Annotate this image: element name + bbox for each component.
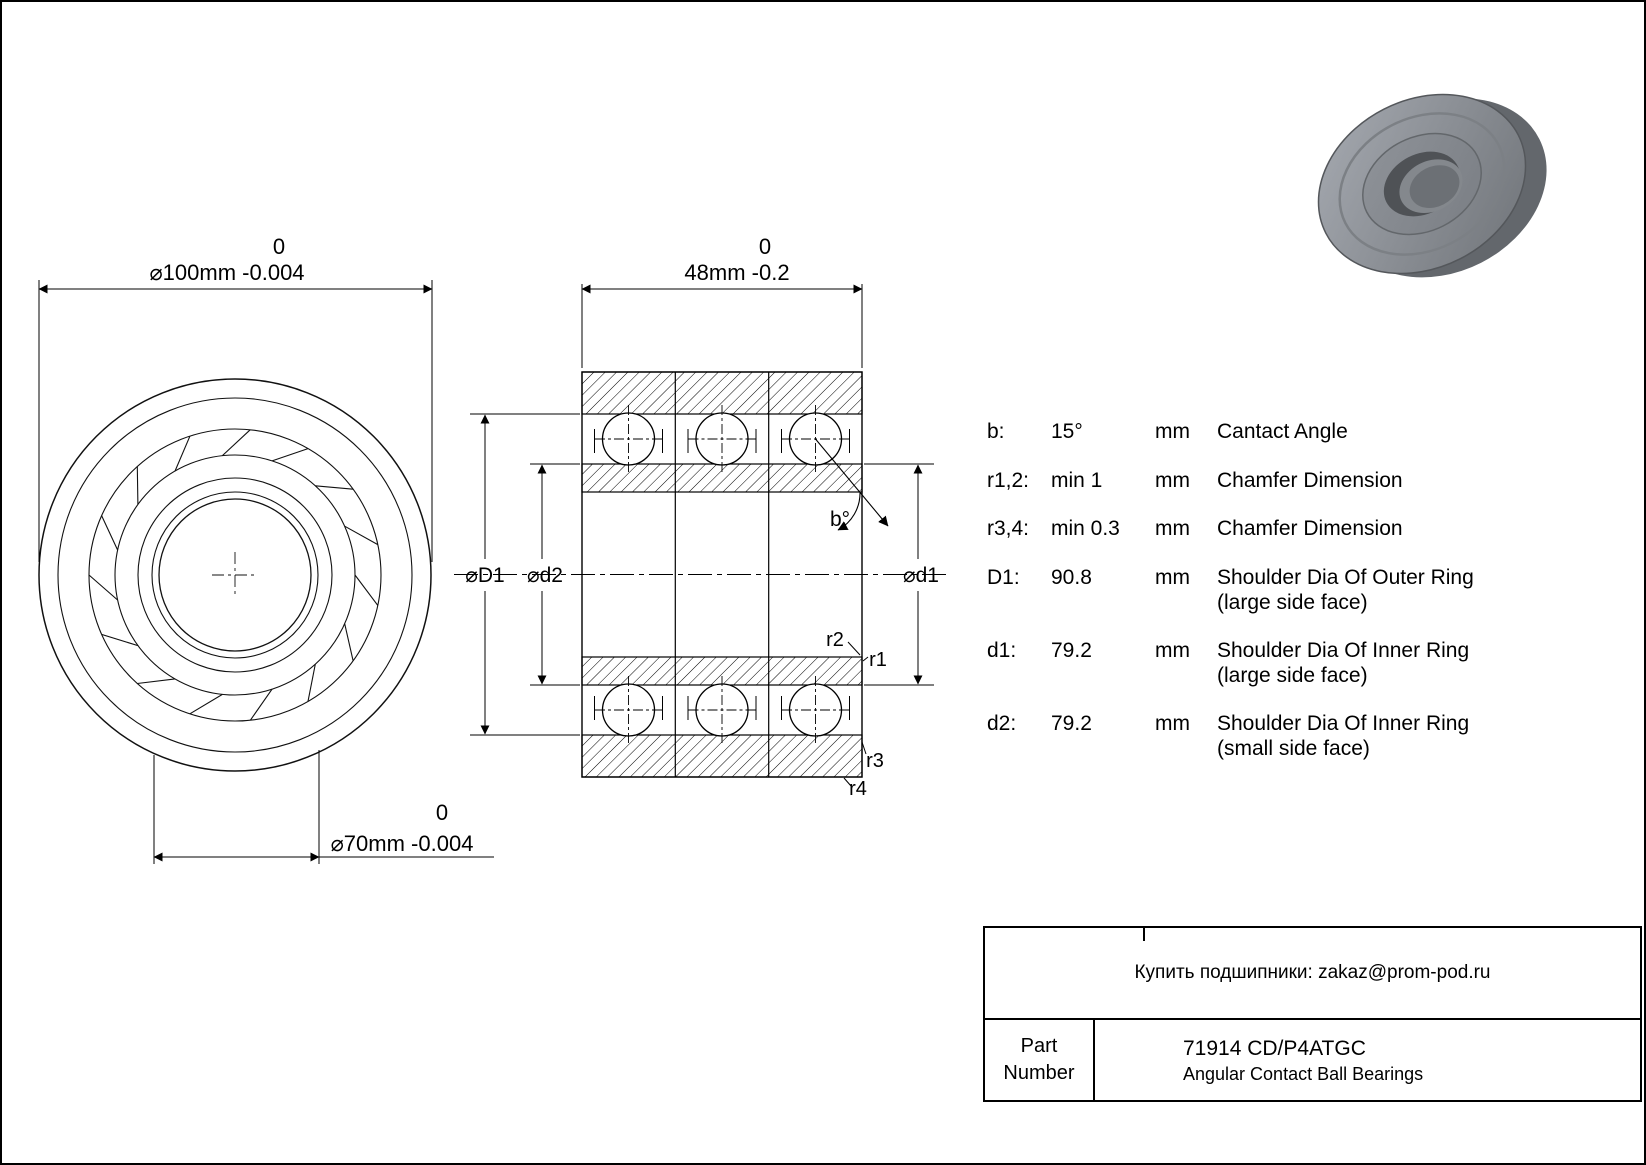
part-number-value: 71914 CD/P4ATGC xyxy=(1183,1036,1366,1060)
spec-param: r3,4: xyxy=(987,517,1030,540)
dim-d1 xyxy=(864,463,934,686)
spec-desc: Chamfer Dimension xyxy=(1217,517,1403,540)
spec-desc: Shoulder Dia Of Inner Ring(small side fa… xyxy=(1217,712,1470,760)
label-r2: r2 xyxy=(826,629,844,651)
label-d1: ⌀d1 xyxy=(903,564,939,587)
cage-marks xyxy=(594,429,850,720)
spec-desc: Shoulder Dia Of Inner Ring(large side fa… xyxy=(1217,639,1470,687)
dim-d2 xyxy=(530,463,580,686)
spec-table: b: 15° mm Cantact Angle r1,2: min 1 mm C… xyxy=(980,407,1644,807)
dim-bore-diameter xyxy=(153,750,494,864)
spec-value: min 1 xyxy=(1051,469,1103,492)
spec-value: 79.2 xyxy=(1051,712,1092,735)
spec-param: d1: xyxy=(987,639,1017,662)
dim-100-tolerance-top: 0 xyxy=(273,234,285,259)
spec-unit: mm xyxy=(1155,566,1190,589)
spec-param: D1: xyxy=(987,566,1020,589)
spec-value: 90.8 xyxy=(1051,566,1092,589)
spec-row-d2: d2: 79.2 mm Shoulder Dia Of Inner Ring(s… xyxy=(980,711,1644,761)
title-block-tick xyxy=(1143,928,1145,941)
part-info: 71914 CD/P4ATGC Angular Contact Ball Bea… xyxy=(1095,1020,1640,1100)
label-r4: r4 xyxy=(849,778,867,800)
spec-param: b: xyxy=(987,420,1005,443)
spec-row-r34: r3,4: min 0.3 mm Chamfer Dimension xyxy=(980,516,1644,541)
spec-row-r12: r1,2: min 1 mm Chamfer Dimension xyxy=(980,468,1644,493)
title-block-bottom: Part Number 71914 CD/P4ATGC Angular Cont… xyxy=(985,1020,1640,1100)
dim-D1 xyxy=(470,413,580,736)
spec-param: r1,2: xyxy=(987,469,1030,492)
dim-width xyxy=(581,284,863,368)
front-view xyxy=(38,378,432,772)
spec-desc: Cantact Angle xyxy=(1217,420,1348,443)
part-number-label: Part Number xyxy=(985,1020,1095,1100)
label-contact-angle: b° xyxy=(830,508,850,531)
spec-unit: mm xyxy=(1155,420,1190,443)
label-r3: r3 xyxy=(866,750,884,772)
center-mark xyxy=(212,552,258,598)
spec-value: min 0.3 xyxy=(1051,517,1120,540)
part-type: Angular Contact Ball Bearings xyxy=(1183,1063,1424,1084)
spec-unit: mm xyxy=(1155,517,1190,540)
spec-unit: mm xyxy=(1155,639,1190,662)
spec-row-d1: d1: 79.2 mm Shoulder Dia Of Inner Ring(l… xyxy=(980,638,1644,688)
spec-row-D1: D1: 90.8 mm Shoulder Dia Of Outer Ring(l… xyxy=(980,565,1644,615)
dim-48-tolerance-top: 0 xyxy=(759,234,771,259)
spec-value: 79.2 xyxy=(1051,639,1092,662)
dim-70-tolerance-top: 0 xyxy=(436,800,448,825)
spec-unit: mm xyxy=(1155,469,1190,492)
spec-row-b: b: 15° mm Cantact Angle xyxy=(980,419,1644,444)
cage-ticks xyxy=(88,429,379,721)
dim-48-label: 48mm -0.2 xyxy=(684,260,789,285)
chamfer-leaders xyxy=(843,641,869,787)
spec-unit: mm xyxy=(1155,712,1190,735)
contact-angle-annotation xyxy=(815,438,889,531)
section-view xyxy=(454,371,947,787)
contact-line: Купить подшипники: zakaz@prom-pod.ru xyxy=(985,928,1640,1020)
label-d2: ⌀d2 xyxy=(527,564,563,587)
spec-desc: Shoulder Dia Of Outer Ring(large side fa… xyxy=(1217,566,1474,614)
label-D1: ⌀D1 xyxy=(465,564,505,587)
dim-70-label: ⌀70mm -0.004 xyxy=(331,831,474,856)
spec-param: d2: xyxy=(987,712,1017,735)
dim-outer-diameter xyxy=(38,280,433,562)
dim-100-label: ⌀100mm -0.004 xyxy=(149,260,304,285)
spec-desc: Chamfer Dimension xyxy=(1217,469,1403,492)
title-block: Купить подшипники: zakaz@prom-pod.ru Par… xyxy=(983,926,1642,1102)
label-r1: r1 xyxy=(869,649,887,671)
spec-value: 15° xyxy=(1051,420,1083,443)
bearing-3d-image xyxy=(1317,93,1547,278)
